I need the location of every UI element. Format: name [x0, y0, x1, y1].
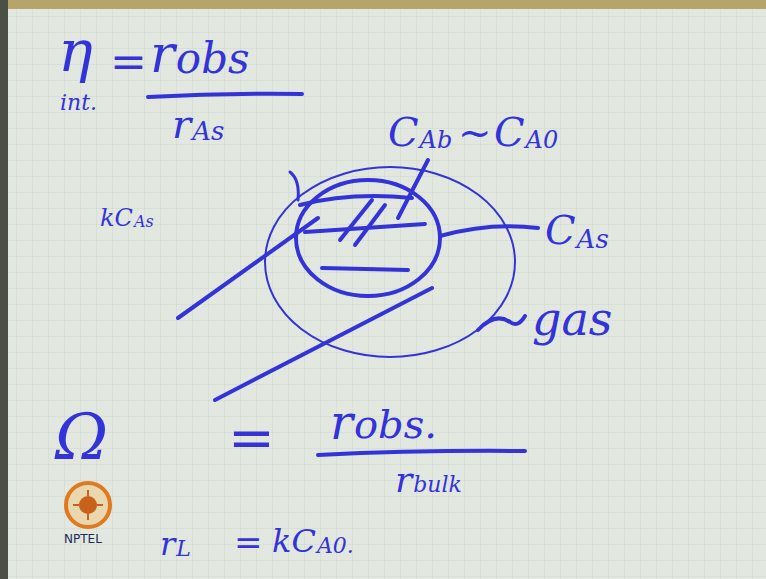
symbol: C — [545, 210, 576, 250]
equals-sign: = — [110, 40, 147, 84]
logo-core — [79, 496, 97, 514]
film-bracket — [290, 172, 298, 200]
logo-rays — [73, 490, 103, 520]
fraction-bar — [318, 451, 525, 455]
logo-ring — [66, 483, 110, 527]
leader-line — [440, 226, 538, 236]
top-frame — [0, 0, 766, 9]
strike-stroke — [398, 160, 428, 218]
symbol: kC — [272, 525, 316, 557]
leader-line — [478, 316, 525, 330]
tilde: ~ — [458, 112, 492, 152]
hatch-line — [340, 200, 372, 240]
symbol: r — [172, 104, 191, 144]
left-edge — [0, 0, 8, 579]
leader-line — [215, 288, 432, 400]
subscript: As — [192, 118, 224, 144]
subscript: obs — [176, 38, 250, 80]
subscript: L — [176, 538, 191, 560]
hatch-line — [355, 205, 385, 245]
logo-text: NPTEL — [64, 533, 102, 545]
symbol: C — [494, 112, 525, 152]
symbol: r — [330, 398, 353, 446]
subscript: int. — [60, 92, 97, 114]
equals-sign: = — [228, 410, 275, 466]
subscript: A0 — [526, 128, 559, 152]
note: gas — [532, 296, 612, 342]
leader-line — [178, 218, 318, 318]
fraction-bar — [148, 94, 302, 97]
equals-sign: = — [234, 525, 263, 559]
nptel-logo — [66, 483, 110, 527]
subscript: As — [134, 214, 154, 230]
subscript: bulk — [413, 474, 462, 496]
pellet-circle — [296, 180, 440, 296]
symbol: η — [58, 22, 93, 80]
subscript: obs. — [354, 404, 437, 444]
symbol: r — [395, 462, 412, 498]
hatch-line — [300, 196, 412, 205]
subscript: Ab — [420, 128, 453, 152]
subscript: As — [577, 226, 609, 252]
symbol: kC — [100, 206, 133, 230]
symbol: Ω — [55, 405, 108, 469]
hatch-line — [322, 268, 408, 270]
subscript: A0. — [317, 535, 354, 557]
symbol: r — [160, 528, 175, 560]
symbol: C — [388, 112, 419, 152]
symbol: r — [150, 28, 175, 80]
